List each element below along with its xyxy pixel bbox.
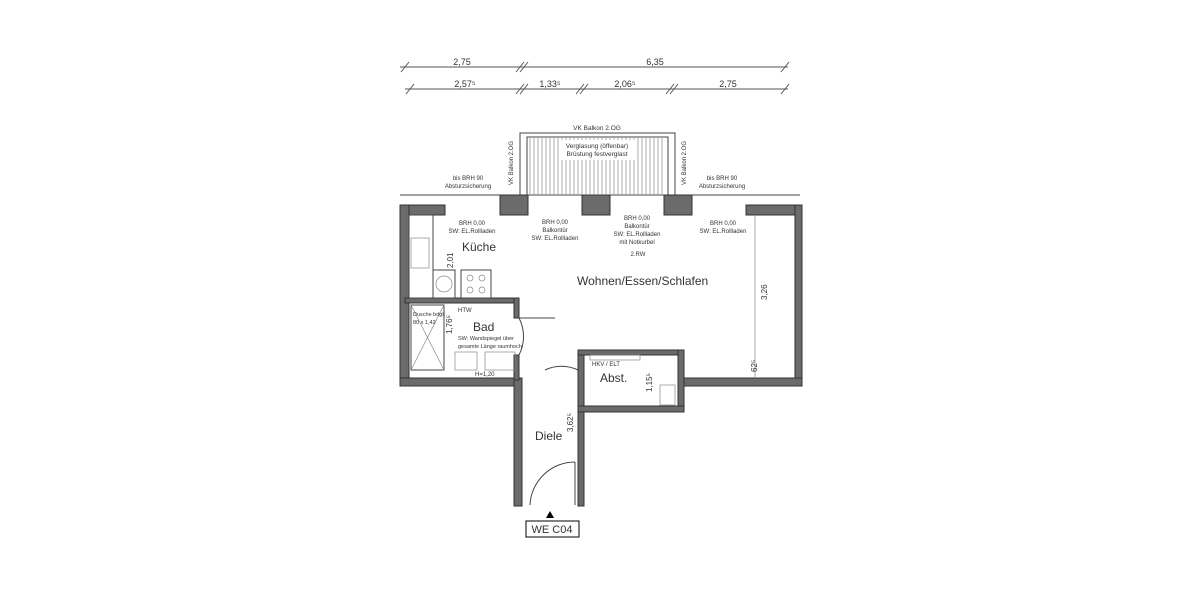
note: SW: EL.Rollladen	[614, 232, 661, 238]
fixtures	[408, 214, 676, 506]
note: 2.RW	[631, 252, 646, 258]
note: SW: EL.Rollladen	[700, 229, 747, 235]
balcony-label: VK Balkon 2.OG	[573, 125, 621, 132]
note: Dusche bdgl.	[413, 312, 446, 318]
dim: 62⁵	[750, 360, 759, 372]
note: mit Notkurbel	[619, 240, 654, 246]
note: BRH 0,00	[624, 216, 651, 222]
dim: 2,01	[446, 252, 455, 268]
note: Balkontür	[542, 228, 567, 234]
glazing-text: Verglasung (öffenbar)	[566, 143, 628, 150]
balcony-side-left: VK Balkon 2.OG	[509, 141, 515, 185]
note: BRH 0,00	[459, 221, 486, 227]
room-storage: Abst.	[600, 371, 627, 385]
unit-label: WE C04	[532, 524, 573, 536]
dim-top-2: 6,35	[646, 57, 664, 67]
dimension-lines: 2,75 6,35 2,57⁵ 1,33⁵ 2,06⁵ 2,75	[400, 57, 790, 95]
room-labels: Küche Wohnen/Essen/Schlafen Bad Abst. Di…	[462, 240, 708, 443]
note: bis BRH 90	[707, 176, 738, 182]
walls	[399, 194, 803, 507]
note: Balkontür	[624, 224, 649, 230]
note: gesamte Länge raumhoch	[458, 344, 522, 350]
room-kitchen: Küche	[462, 240, 496, 254]
entrance-arrow-icon	[546, 511, 554, 518]
dim-top-1: 2,75	[453, 57, 471, 67]
note: Absturzsicherung	[445, 184, 491, 190]
balcony: VK Balkon 2.OG Verglasung (öffenbar) Brü…	[509, 125, 688, 196]
note: BRH 0,00	[542, 220, 569, 226]
dim-2-1: 2,57⁵	[454, 79, 476, 89]
note: SW: Wandspiegel über	[458, 336, 514, 342]
note: SW: EL.Rollladen	[449, 229, 496, 235]
dim-2-4: 2,75	[719, 79, 737, 89]
note: HTW	[458, 308, 472, 314]
note: H=1,20	[475, 372, 495, 378]
note: bis BRH 90	[453, 176, 484, 182]
dim: 1,76⁵	[445, 315, 454, 334]
note: SW: EL.Rollladen	[532, 236, 579, 242]
balcony-side-right: VK Balkon 2.OG	[682, 141, 688, 185]
note: BRH 0,00	[710, 221, 737, 227]
room-bath: Bad	[473, 320, 494, 334]
dim-2-3: 2,06⁵	[614, 79, 636, 89]
dim-2-2: 1,33⁵	[539, 79, 561, 89]
note: Absturzsicherung	[699, 184, 745, 190]
dim: 3,26	[760, 284, 769, 300]
glazing-text: Brüstung festverglast	[566, 151, 627, 158]
dim: 3,62⁵	[566, 413, 575, 432]
dim: 1,15⁵	[645, 373, 654, 392]
note: HKV / ELT	[592, 362, 620, 368]
annotations: bis BRH 90 Absturzsicherung bis BRH 90 A…	[413, 176, 769, 432]
note: 80 x 1,42	[413, 320, 436, 326]
unit-label-box	[525, 520, 580, 538]
room-living: Wohnen/Essen/Schlafen	[577, 274, 708, 288]
room-hall: Diele	[535, 429, 563, 443]
